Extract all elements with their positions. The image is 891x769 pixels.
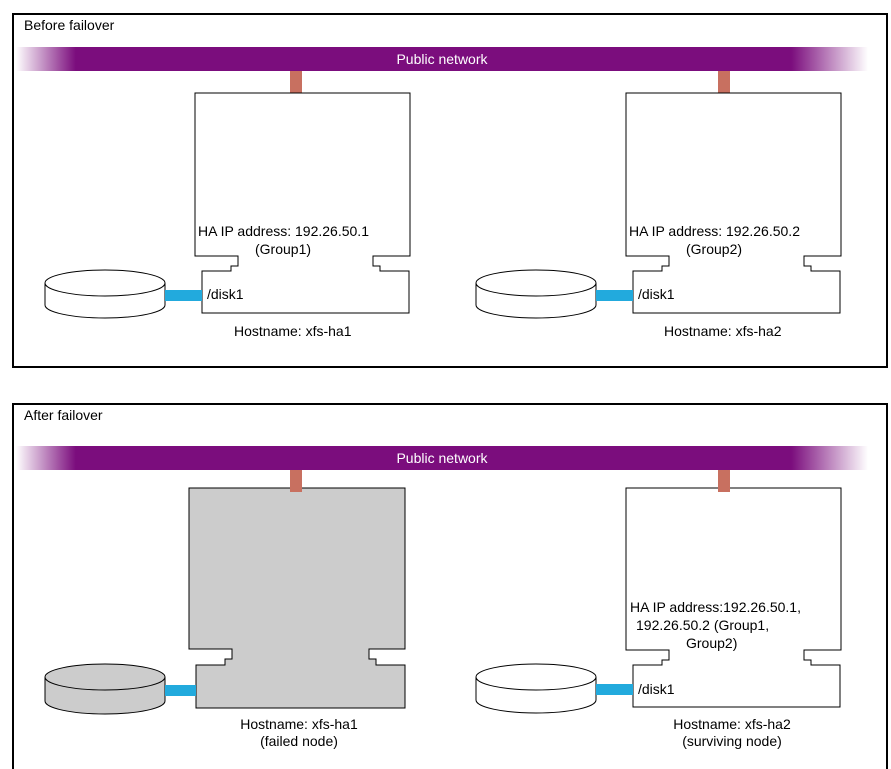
- public-network-bar-before: Public network: [16, 47, 868, 71]
- disk-node1-after: [44, 663, 166, 715]
- disk-connector-node1-before: [165, 290, 202, 301]
- surviving-node-text: (surviving node): [682, 733, 782, 749]
- hostname-text-node2-after: Hostname: xfs-ha2: [673, 716, 791, 732]
- disk-connector-node1-after: [165, 685, 196, 696]
- host-node1-before: [194, 92, 411, 314]
- ha-ip-line3-node2-after: Group2): [686, 635, 738, 651]
- network-connector-node2-before: [718, 71, 730, 93]
- ha-ip-line2-node2-after: 192.26.50.2 (Group1,: [636, 617, 770, 633]
- panel-title-after: After failover: [24, 407, 103, 423]
- disk-node2-before: [475, 269, 597, 319]
- after-failover-panel: After failover: [12, 403, 888, 769]
- disk-label-node2-after: /disk1: [638, 681, 675, 697]
- public-network-label-before: Public network: [396, 51, 488, 67]
- before-failover-panel: Before failover: [12, 13, 888, 368]
- hostname-label-node2-after: Hostname: xfs-ha2 (surviving node): [632, 716, 832, 750]
- hostname-label-node2-before: Hostname: xfs-ha2: [664, 323, 782, 339]
- network-connector-node1-before: [290, 71, 302, 93]
- disk-label-node2-before: /disk1: [638, 286, 675, 302]
- host-node2-surviving: [625, 487, 842, 708]
- group-label-node1-before: (Group1): [255, 241, 312, 257]
- ha-ip-label-node1-before: HA IP address: 192.26.50.1: [198, 223, 369, 239]
- network-connector-node2-after: [718, 470, 730, 492]
- hostname-label-node1-after: Hostname: xfs-ha1 (failed node): [199, 716, 399, 750]
- disk-connector-node2-before: [596, 290, 633, 301]
- disk-connector-node2-after: [596, 684, 633, 695]
- public-network-bar-after: Public network: [16, 446, 868, 470]
- hostname-label-node1-before: Hostname: xfs-ha1: [234, 323, 352, 339]
- network-connector-node1-after: [290, 470, 302, 492]
- group-label-node2-before: (Group2): [686, 241, 743, 257]
- disk-label-node1-before: /disk1: [207, 286, 244, 302]
- host-node1-failed: [188, 487, 406, 709]
- public-network-label-after: Public network: [396, 450, 488, 466]
- panel-title-before: Before failover: [24, 17, 115, 33]
- disk-node1-before: [44, 269, 166, 319]
- ha-ip-label-node2-before: HA IP address: 192.26.50.2: [629, 223, 800, 239]
- failed-node-text: (failed node): [260, 733, 338, 749]
- disk-node2-after: [475, 663, 597, 714]
- ha-ip-line1-node2-after: HA IP address:192.26.50.1,: [630, 599, 801, 615]
- host-node2-before: [625, 92, 842, 314]
- hostname-text-node1-after: Hostname: xfs-ha1: [240, 716, 358, 732]
